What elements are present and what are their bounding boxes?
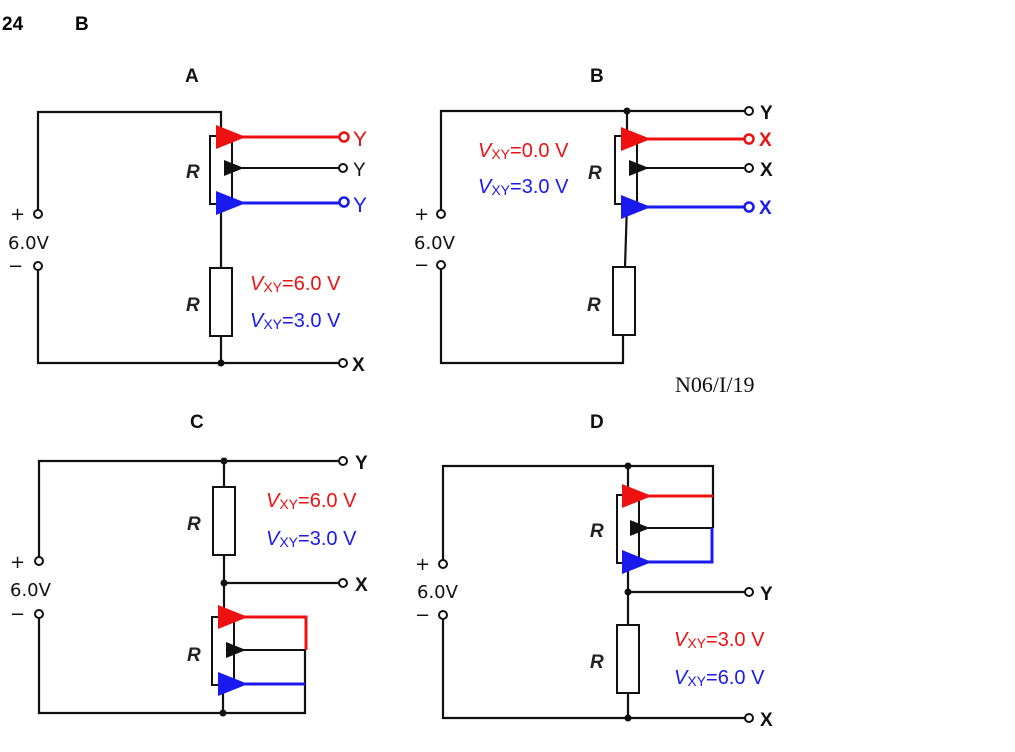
variable-resistor: [616, 494, 640, 564]
source-voltage: 6.0V: [8, 233, 50, 254]
terminal-label: X: [760, 710, 773, 731]
wire: [439, 267, 625, 365]
annotation-red: VXY=6.0 V: [266, 490, 357, 512]
resistor-label: R: [187, 645, 201, 666]
annotation-blue: VXY=3.0 V: [478, 176, 569, 198]
wire: [37, 459, 339, 557]
terminal-label-blue: Y: [353, 194, 367, 217]
terminal-y: [744, 106, 754, 116]
circuit-title: C: [190, 412, 204, 433]
resistor-label: R: [186, 162, 200, 183]
circuit-title: D: [590, 412, 604, 433]
source-voltage: 6.0V: [417, 582, 459, 603]
terminal-label: Y: [355, 453, 368, 474]
terminal-y: [744, 587, 754, 597]
terminal-label: Y: [760, 584, 773, 605]
reference-code: N06/I/19: [675, 372, 754, 397]
source-terminal-plus: [436, 209, 446, 219]
source-terminal-minus: [34, 609, 44, 619]
minus-sign: −: [415, 605, 430, 626]
variable-resistor: [209, 135, 233, 205]
plus-sign: +: [414, 204, 429, 225]
junction-dot: [219, 709, 227, 717]
fixed-resistor: [212, 486, 236, 556]
resistor-label: R: [588, 163, 602, 184]
source-voltage: 6.0V: [414, 233, 456, 254]
terminal-x: [744, 163, 754, 173]
plus-sign: +: [10, 552, 25, 573]
plus-sign: +: [415, 554, 430, 575]
wire: [37, 617, 307, 715]
wire: [36, 270, 221, 365]
source-terminal-plus: [33, 209, 43, 219]
source-terminal-plus: [438, 559, 448, 569]
resistor-label: R: [187, 514, 201, 535]
terminal-label: X: [760, 160, 773, 181]
terminal-label-blue: X: [759, 198, 772, 219]
slider-arrow-red: [218, 605, 308, 650]
circuit-title: B: [590, 66, 604, 87]
fixed-resistor: [209, 267, 233, 337]
wire: [623, 203, 629, 268]
wire: [439, 109, 745, 211]
terminal-label: X: [352, 355, 365, 376]
plus-sign: +: [10, 204, 25, 225]
question-number: 24: [2, 14, 24, 35]
terminal-label-red: Y: [353, 128, 367, 151]
terminal-x: [338, 578, 348, 588]
source-voltage: 6.0V: [10, 580, 52, 601]
terminal-red: [338, 131, 350, 143]
minus-sign: −: [10, 604, 25, 625]
terminal-x: [744, 713, 754, 723]
resistor-label: R: [590, 652, 604, 673]
terminal-y: [338, 456, 348, 466]
source-terminal-minus: [438, 610, 448, 620]
terminal-label-red: X: [759, 130, 772, 151]
fixed-resistor: [612, 266, 636, 336]
terminal-red: [743, 133, 755, 145]
source-terminal-minus: [436, 260, 446, 270]
terminal-blue: [743, 201, 755, 213]
terminal-y: [338, 163, 348, 173]
source-terminal-minus: [33, 261, 43, 271]
slider-arrow-blue: [622, 528, 714, 574]
wire: [441, 464, 715, 561]
variable-resistor: [211, 616, 235, 686]
terminal-label: Y: [760, 103, 773, 124]
circuit-d: D + 6.0V − R R Y X VXY=3.0 V VXY=6.0 V: [415, 412, 773, 731]
annotation-red: VXY=3.0 V: [674, 629, 765, 651]
fixed-resistor: [616, 624, 640, 694]
annotation-red: VXY=6.0 V: [250, 273, 341, 295]
resistor-label: R: [590, 521, 604, 542]
annotation-blue: VXY=3.0 V: [250, 310, 341, 332]
junction-dot: [217, 359, 225, 367]
resistor-label: R: [186, 295, 200, 316]
terminal-label: X: [355, 575, 368, 596]
source-terminal-plus: [34, 556, 44, 566]
resistor-label: R: [587, 295, 601, 316]
answer-letter: B: [75, 14, 89, 35]
minus-sign: −: [414, 255, 429, 276]
annotation-blue: VXY=3.0 V: [266, 528, 357, 550]
circuit-c: C + 6.0V − R R Y X VXY=6.0 V VXY=3.0 V: [10, 412, 368, 717]
terminal-blue: [338, 196, 350, 208]
circuit-a: A + 6.0V − R R X Y Y Y VXY=6.0 V VXY=3.0…: [8, 66, 367, 376]
wire: [36, 110, 223, 210]
variable-resistor: [614, 135, 638, 205]
terminal-x: [338, 358, 348, 368]
circuit-title: A: [185, 66, 199, 87]
minus-sign: −: [8, 256, 23, 277]
wire: [441, 617, 745, 720]
annotation-red: VXY=0.0 V: [478, 140, 569, 162]
annotation-blue: VXY=6.0 V: [674, 667, 765, 689]
junction-dot: [624, 714, 632, 722]
circuit-b: B + 6.0V − R R Y X X X VXY=0.0 V VXY=3.0…: [414, 66, 773, 397]
terminal-label: Y: [353, 160, 366, 181]
